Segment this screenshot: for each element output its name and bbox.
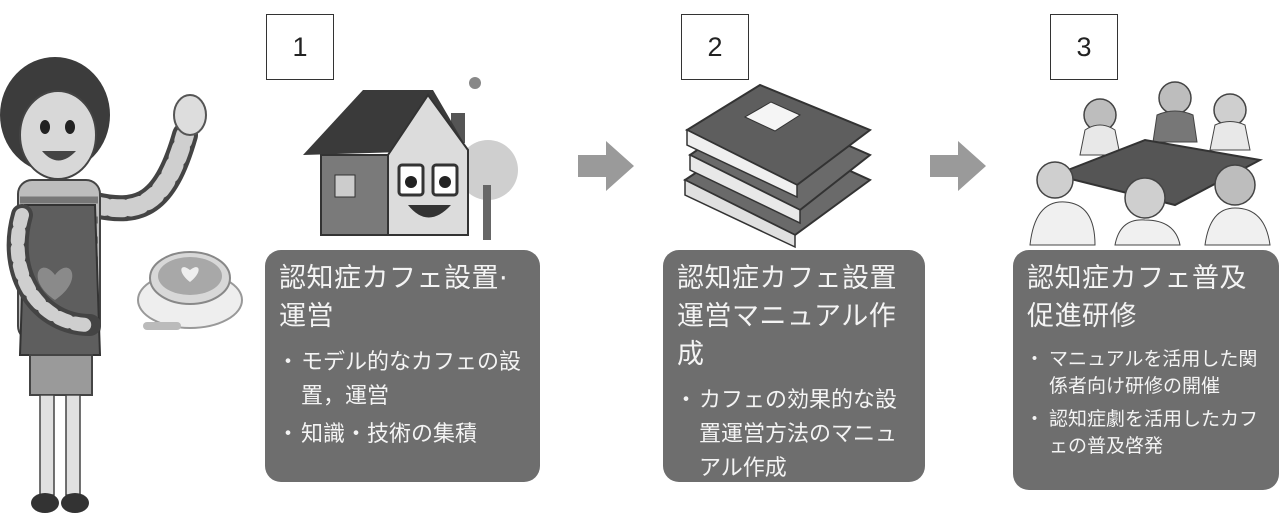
meeting-table-icon [1029, 81, 1271, 246]
step-panel-1: 認知症カフェ設置·運営 モデル的なカフェの設置，運営 知識・技術の集積 [265, 250, 540, 482]
house-illustration [303, 77, 518, 240]
step-item: 知識・技術の集積 [277, 418, 526, 452]
arrow-right-icon [578, 141, 634, 191]
step-item: モデル的なカフェの設置，運営 [277, 346, 526, 414]
step-item: カフェの効果的な設置運営方法のマニュアル作成 [675, 384, 911, 486]
step-title-1: 認知症カフェ設置·運営 [279, 263, 509, 332]
coffee-cup-icon [137, 251, 243, 330]
step-panel-3: 認知症カフェ普及促進研修 マニュアルを活用した関係者向け研修の開催 認知症劇を活… [1013, 250, 1279, 490]
step-item: 認知症劇を活用したカフェの普及啓発 [1025, 406, 1265, 460]
books-icon [683, 83, 873, 249]
step-number-3: 3 [1050, 14, 1118, 80]
step-title-2: 認知症カフェ設置運営マニュアル作成 [677, 263, 897, 370]
step-title-3: 認知症カフェ普及促進研修 [1027, 263, 1247, 332]
step-item: マニュアルを活用した関係者向け研修の開催 [1025, 346, 1265, 400]
step-number-1: 1 [266, 14, 334, 80]
step-panel-2: 認知症カフェ設置運営マニュアル作成 カフェの効果的な設置運営方法のマニュアル作成 [663, 250, 925, 482]
woman-waving-illustration [0, 57, 207, 513]
step-number-2: 2 [681, 14, 749, 80]
arrow-right-icon [930, 141, 986, 191]
